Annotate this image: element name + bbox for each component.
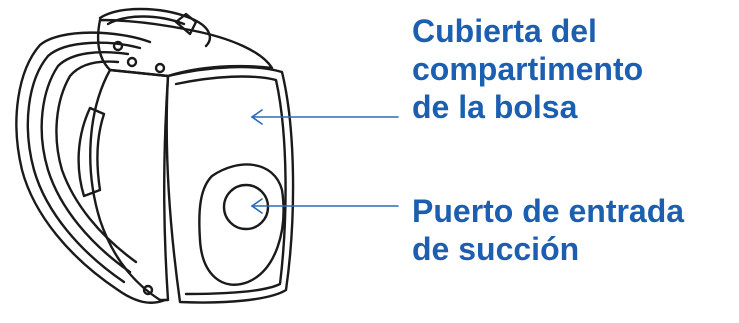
- bag-cover-label-line-3: de la bolsa: [412, 89, 578, 125]
- bag-compartment-cover-edge: [174, 75, 287, 296]
- device-back-rim-2: [40, 51, 132, 274]
- screw-1: [112, 40, 124, 52]
- leader-arrow-suction-port: [250, 198, 263, 214]
- suction-port-recess: [198, 163, 285, 286]
- screw-4: [142, 284, 154, 296]
- device-back-rim-3: [55, 60, 138, 264]
- screw-3: [154, 62, 166, 74]
- leader-arrow-bag-cover: [250, 109, 263, 125]
- bag-cover-label-line-2: compartimento: [412, 51, 644, 87]
- device-side-panel: [89, 68, 170, 302]
- suction-port-label-line-1: Puerto de entrada: [412, 193, 685, 229]
- bag-cover-label-line-1: Cubierta del: [412, 13, 597, 49]
- suction-port-label: Puerto de entrada de succión: [412, 192, 684, 268]
- bag-compartment-cover: [165, 65, 295, 304]
- bag-cover-label: Cubierta del compartimento de la bolsa: [412, 12, 643, 126]
- device-back-shell: [15, 31, 167, 304]
- device-side-recess: [77, 106, 106, 198]
- device-back-rim-1: [26, 41, 142, 284]
- suction-port-opening: [222, 183, 270, 231]
- screw-2: [126, 56, 138, 68]
- suction-port-label-line-2: de succión: [412, 231, 580, 267]
- device-top-surface: [96, 18, 274, 78]
